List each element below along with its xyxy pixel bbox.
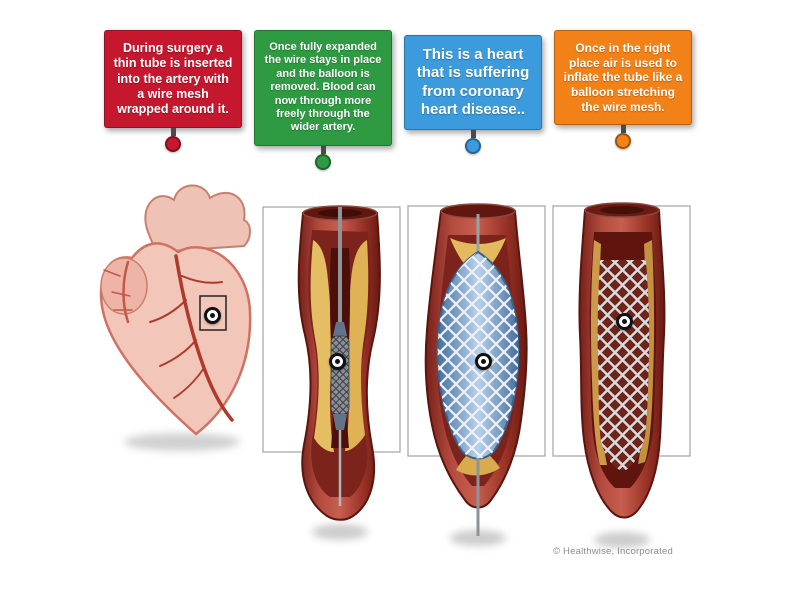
pin-dot	[165, 136, 181, 153]
panel-frame-2	[407, 205, 546, 457]
artery1-shadow	[312, 524, 368, 540]
label-card-green[interactable]: Once fully expanded the wire stays in pl…	[254, 30, 392, 170]
drop-target-heart[interactable]	[204, 307, 221, 324]
label-text-blue[interactable]: This is a heart that is suffering from c…	[404, 35, 542, 131]
pin-dot	[615, 133, 631, 150]
label-pin-blue	[465, 130, 481, 155]
panel-frame-3	[552, 205, 691, 457]
label-card-orange[interactable]: Once in the right place air is used to i…	[554, 30, 692, 150]
label-card-blue[interactable]: This is a heart that is suffering from c…	[404, 35, 542, 155]
heart-illustration	[99, 184, 252, 436]
drop-target-artery-3[interactable]	[616, 313, 633, 330]
label-pin-red	[165, 128, 181, 153]
label-pin-green	[315, 145, 331, 170]
drop-target-artery-1[interactable]	[329, 353, 346, 370]
drop-target-artery-2[interactable]	[475, 353, 492, 370]
pin-dot	[315, 153, 331, 170]
label-text-red[interactable]: During surgery a thin tube is inserted i…	[104, 30, 242, 129]
heart-shadow	[124, 433, 240, 451]
label-text-orange[interactable]: Once in the right place air is used to i…	[554, 30, 692, 126]
panel-frame-1	[262, 206, 401, 453]
artery-stage-2-balloon-inflated	[424, 203, 528, 536]
pin-stem	[470, 130, 476, 139]
label-card-red[interactable]: During surgery a thin tube is inserted i…	[104, 30, 242, 153]
pin-dot	[465, 138, 481, 155]
pin-stem	[170, 128, 176, 137]
pin-stem	[620, 125, 626, 134]
image-credit: © Healthwise, Incorporated	[553, 546, 673, 557]
artery2-shadow	[450, 530, 506, 546]
label-text-green[interactable]: Once fully expanded the wire stays in pl…	[254, 30, 392, 146]
artery-stage-3-stent-expanded	[578, 202, 666, 519]
label-pin-orange	[615, 125, 631, 150]
pin-stem	[320, 145, 326, 154]
